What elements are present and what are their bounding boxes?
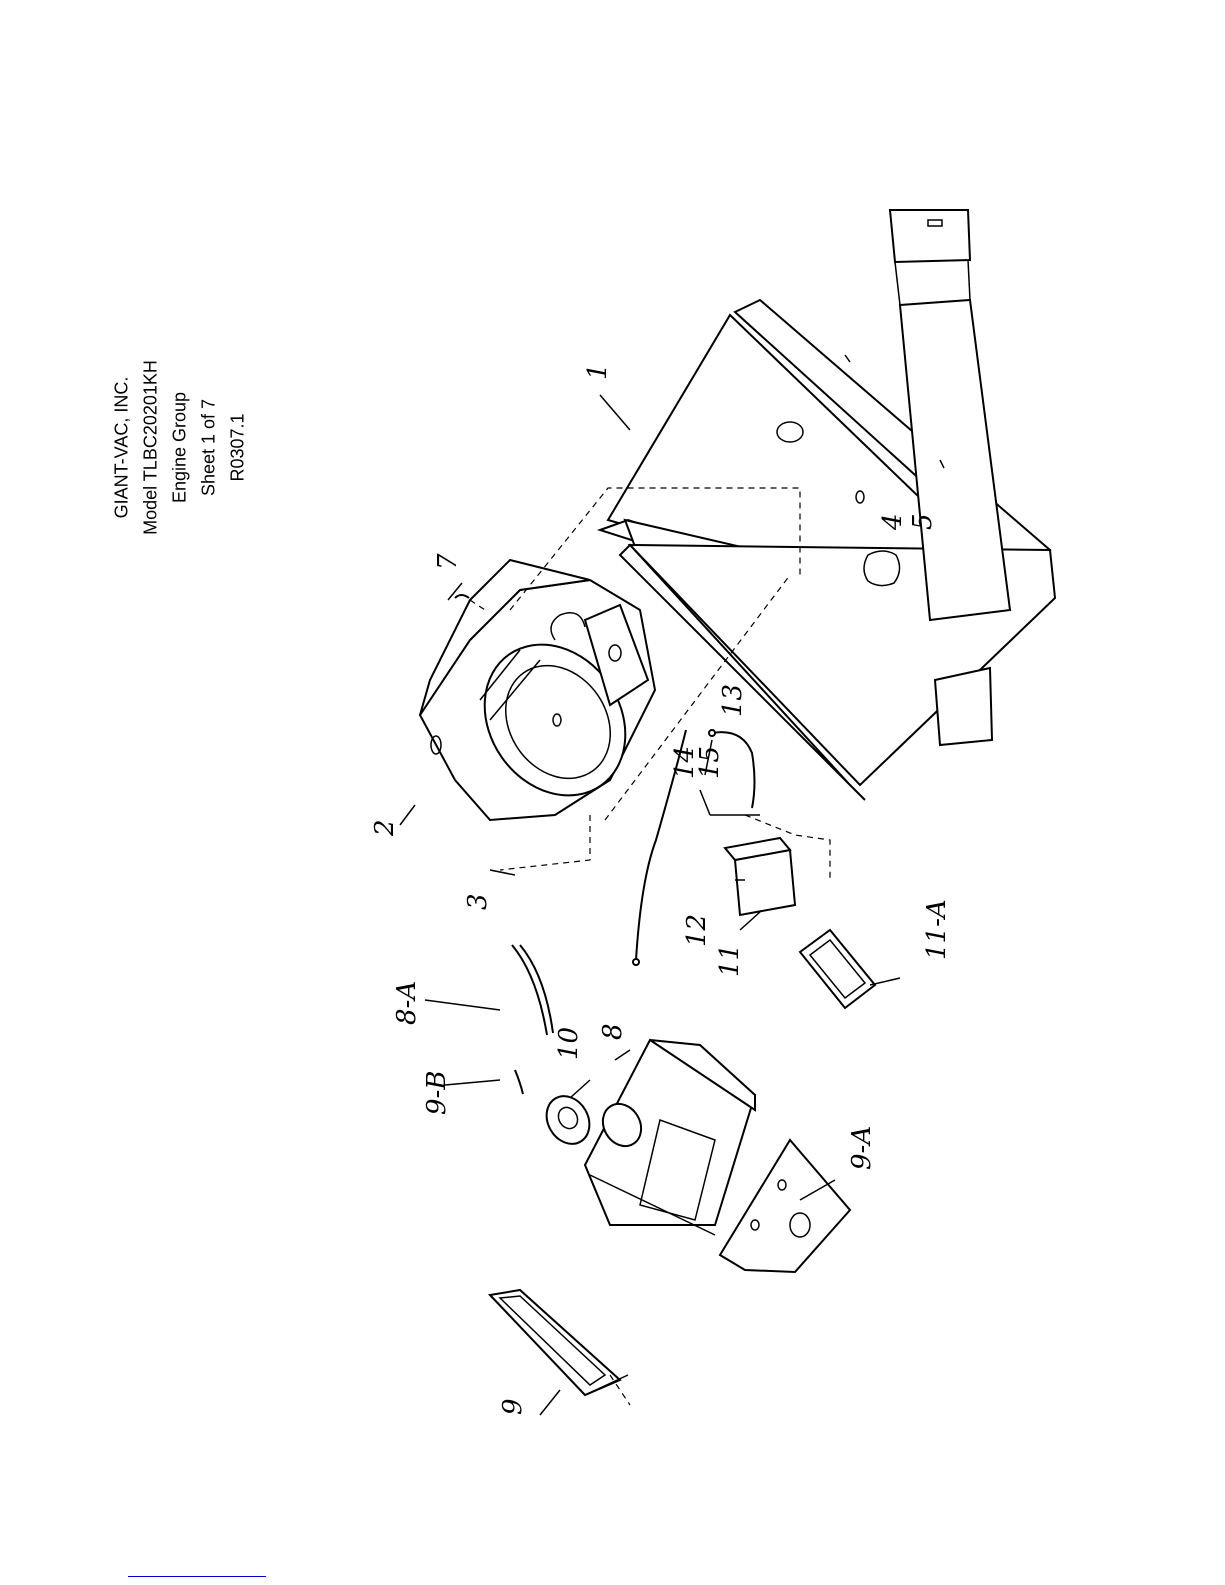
callout-9b: 9-B bbox=[422, 1071, 452, 1115]
callout-11a: 11-A bbox=[922, 899, 952, 960]
callout-4: 4 bbox=[878, 513, 908, 531]
callout-11: 11 bbox=[715, 944, 745, 977]
fuel-cap bbox=[538, 1088, 598, 1151]
part-7-clip bbox=[455, 595, 469, 598]
fuel-tank bbox=[585, 1040, 755, 1235]
engine bbox=[420, 560, 655, 823]
callout-13: 13 bbox=[718, 684, 748, 717]
callout-9: 9 bbox=[498, 1398, 528, 1415]
battery bbox=[725, 838, 795, 915]
strap-8a bbox=[512, 945, 553, 1035]
clip-9b bbox=[515, 1070, 523, 1094]
callout-8: 8 bbox=[598, 1023, 628, 1040]
frame-base bbox=[600, 210, 1055, 800]
callout-5: 5 bbox=[908, 513, 938, 530]
callout-9a: 9-A bbox=[847, 1126, 877, 1170]
callout-3: 3 bbox=[463, 893, 493, 910]
mounting-plate bbox=[720, 1140, 850, 1272]
battery-tray bbox=[800, 930, 875, 1008]
callout-10: 10 bbox=[554, 1027, 584, 1060]
callout-2: 2 bbox=[370, 819, 400, 837]
callout-12: 12 bbox=[682, 914, 712, 947]
footer-rule bbox=[128, 1576, 266, 1577]
callout-8a: 8-A bbox=[392, 981, 422, 1025]
callout-1: 1 bbox=[583, 363, 613, 380]
callout-15: 15 bbox=[695, 746, 725, 779]
callout-7: 7 bbox=[433, 553, 463, 570]
tray bbox=[490, 1290, 630, 1405]
